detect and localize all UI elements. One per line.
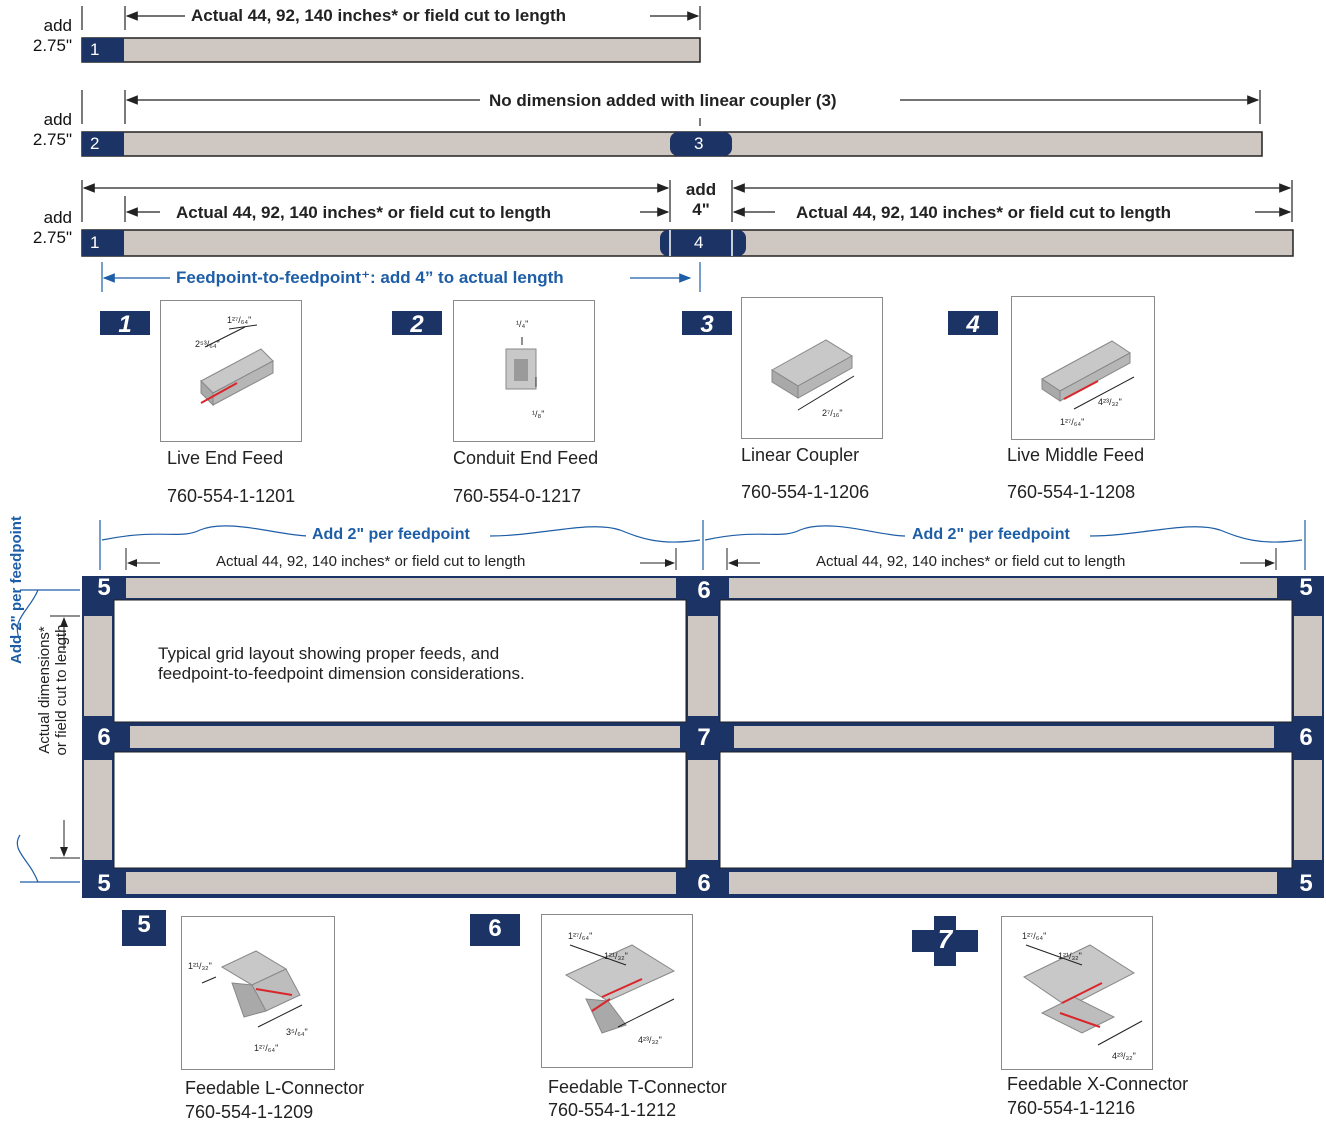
feedable-l-connector-image: 1²¹/₃₂" 3⁵/₆₄" 1²⁷/₆₄"	[181, 916, 335, 1070]
live-end-feed-dim-1: 1²⁷/₆₄"	[227, 315, 251, 325]
part-number-badge-1: 1	[100, 311, 150, 338]
feedable-l-connector-dim-2: 3⁵/₆₄"	[286, 1027, 308, 1037]
part-number-badge-3: 3	[682, 311, 732, 338]
feedable-x-connector-dim-3: 4²³/₃₂"	[1112, 1051, 1136, 1061]
part-number-badge-5: 5	[122, 910, 166, 946]
feedable-x-connector-name: Feedable X-Connector	[1007, 1074, 1189, 1094]
live-end-feed-name: Live End Feed	[167, 448, 284, 468]
conduit-end-feed-name: Conduit End Feed	[453, 448, 599, 468]
live-middle-feed-dim-1: 4²³/₃₂"	[1098, 397, 1122, 407]
row3-right-dimension-label: Actual 44, 92, 140 inches* or field cut …	[790, 203, 1178, 223]
row3-mark-4: 4	[694, 233, 704, 252]
grid-mark-top-right: 5	[1299, 574, 1313, 601]
grid-mark-top-middle: 6	[697, 577, 711, 604]
grid-add-per-feedpoint-left: Add 2" per feedpoint	[306, 526, 476, 544]
live-middle-feed-name: Live Middle Feed	[1007, 445, 1145, 465]
grid-actual-label-left: Actual 44, 92, 140 inches* or field cut …	[212, 553, 530, 570]
live-middle-feed-code: 760-554-1-1208	[1007, 482, 1136, 502]
feedable-l-connector-dim-3: 1²⁷/₆₄"	[254, 1043, 278, 1053]
grid-actual-label-right: Actual 44, 92, 140 inches* or field cut …	[812, 553, 1130, 570]
part-number-badge-4: 4	[948, 311, 998, 338]
feedable-l-connector-name: Feedable L-Connector	[185, 1078, 365, 1098]
live-end-feed-image: 1²⁷/₆₄" 2⁵³/₆₄"	[160, 300, 302, 442]
feedable-t-connector-name: Feedable T-Connector	[548, 1077, 727, 1097]
grid-add-per-feedpoint-right: Add 2" per feedpoint	[906, 526, 1076, 544]
row3-left-dimension-label: Actual 44, 92, 140 inches* or field cut …	[170, 203, 558, 223]
conduit-end-feed-dim-2: ¹/₈"	[532, 409, 544, 419]
part-number-badge-2: 2	[392, 311, 442, 338]
feedpoint-label: Feedpoint-to-feedpoint⁺: add 4” to actua…	[170, 268, 570, 288]
live-middle-feed-dim-2: 1²⁷/₆₄"	[1060, 417, 1084, 427]
live-middle-feed-image: 4²³/₃₂" 1²⁷/₆₄"	[1011, 296, 1155, 440]
feedable-t-connector-dim-3: 4²³/₃₂"	[638, 1035, 662, 1045]
feedable-t-connector-code: 760-554-1-1212	[548, 1100, 677, 1120]
grid-vertical-actual-label: Actual dimensions*or field cut to length	[36, 624, 70, 756]
grid-mark-bottom-middle: 6	[697, 870, 711, 897]
feedable-l-connector-code: 760-554-1-1209	[185, 1102, 314, 1122]
grid-mark-bottom-right: 5	[1299, 870, 1313, 897]
live-end-feed-code: 760-554-1-1201	[167, 486, 296, 506]
feedable-x-connector-dim-1: 1²⁷/₆₄"	[1022, 931, 1046, 941]
conduit-end-feed-image: ¹/₄" ¹/₈"	[453, 300, 595, 442]
grid-caption: Typical grid layout showing proper feeds…	[158, 644, 525, 683]
row1-dimension-label: Actual 44, 92, 140 inches* or field cut …	[185, 6, 573, 26]
grid-vertical-add-label: Add 2" per feedpoint	[8, 516, 25, 664]
part-number-badge-7: 7	[912, 916, 978, 966]
grid-mark-middle-left: 6	[97, 724, 111, 751]
grid-mark-center: 7	[697, 724, 711, 751]
row2-mark-3: 3	[694, 134, 704, 153]
linear-coupler-dim-1: 2⁷/₁₆"	[822, 408, 843, 418]
linear-coupler-name: Linear Coupler	[741, 445, 860, 465]
grid-mark-top-left: 5	[97, 574, 111, 601]
live-end-feed-dim-2: 2⁵³/₆₄"	[195, 339, 220, 349]
linear-coupler-image: 2⁷/₁₆"	[741, 297, 883, 439]
feedable-x-connector-dim-2: 1²¹/₃₂"	[1058, 951, 1082, 961]
grid-mark-middle-right: 6	[1299, 724, 1313, 751]
conduit-end-feed-code: 760-554-0-1217	[453, 486, 582, 506]
feedable-t-connector-dim-1: 1²⁷/₆₄"	[568, 931, 592, 941]
part-number-7-text: 7	[937, 924, 953, 954]
conduit-end-feed-dim-1: ¹/₄"	[516, 319, 528, 329]
row3-mark-1: 1	[90, 233, 100, 252]
feedable-x-connector-code: 760-554-1-1216	[1007, 1098, 1136, 1118]
feedable-t-connector-image: 1²⁷/₆₄" 1²¹/₃₂" 4²³/₃₂"	[541, 914, 693, 1068]
feedable-x-connector-image: 1²⁷/₆₄" 1²¹/₃₂" 4²³/₃₂"	[1001, 916, 1153, 1070]
part-number-badge-6: 6	[470, 914, 520, 946]
grid-mark-bottom-left: 5	[97, 870, 111, 897]
row2-dimension-label: No dimension added with linear coupler (…	[483, 91, 843, 111]
row1-mark-1: 1	[90, 40, 100, 59]
feedable-t-connector-dim-2: 1²¹/₃₂"	[604, 951, 628, 961]
row2-mark-2: 2	[90, 134, 100, 153]
linear-coupler-code: 760-554-1-1206	[741, 482, 870, 502]
feedable-l-connector-dim-1: 1²¹/₃₂"	[188, 961, 212, 971]
